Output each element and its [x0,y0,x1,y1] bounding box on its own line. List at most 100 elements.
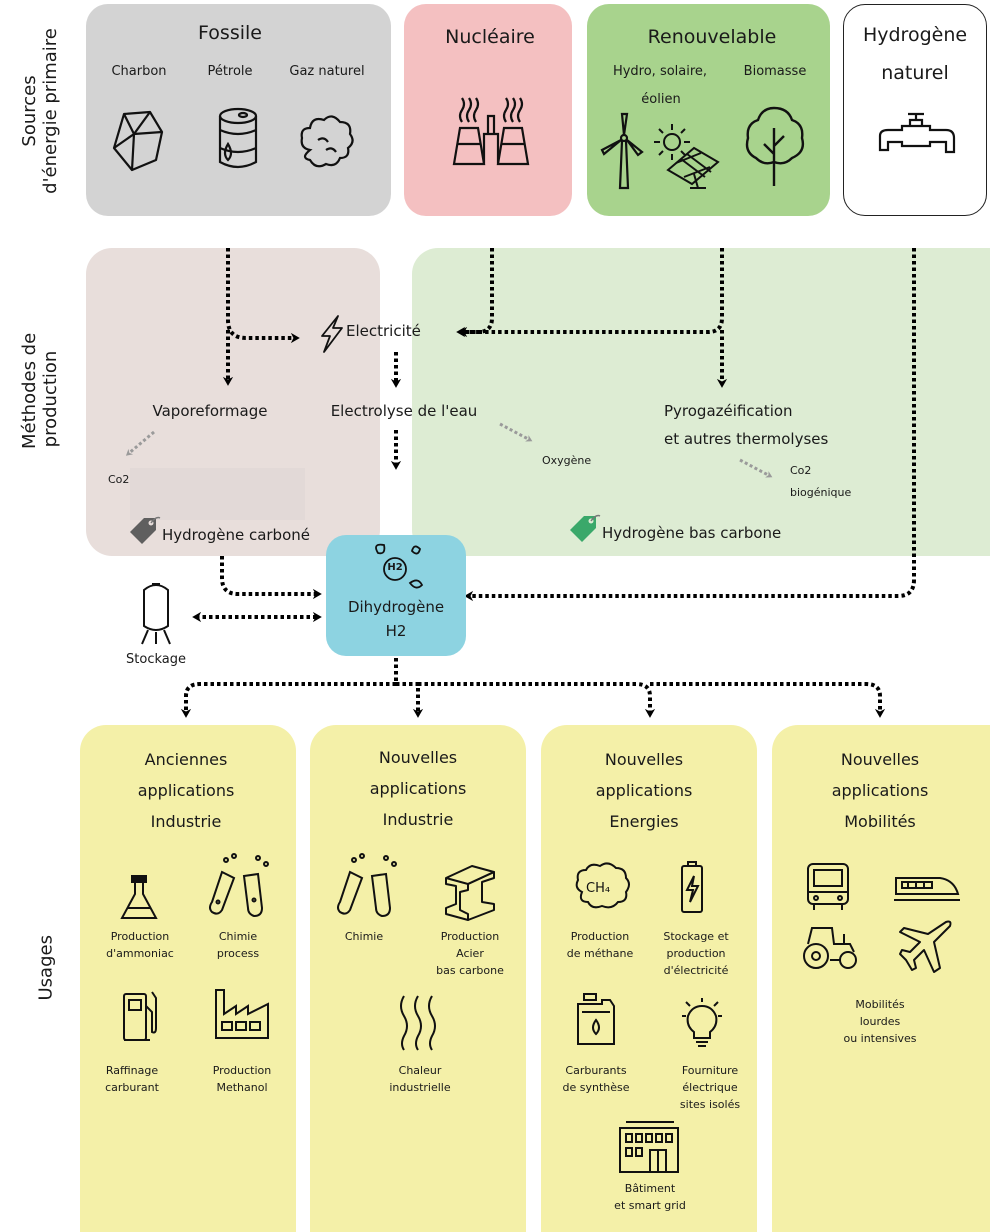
usage-1-title-line2: applications [137,781,235,800]
sun-icon [654,124,690,160]
natural-hydrogen-title-line1: Hydrogène [862,24,968,46]
co2-biogenic-label-line2: biogénique [790,486,852,499]
co2-biogenic-label-line1: Co2 [790,464,812,477]
h2-usage-2-arrow [396,682,424,718]
usage-2-title-line2: applications [369,779,467,798]
nuclear-to-electricity-arrow [456,248,494,338]
co2-output-label: Co2 [108,473,130,486]
usage-column-1 [80,725,296,1232]
natural-to-h2-arrow [464,248,916,602]
usage-4-title-line1: Nouvelles [840,750,920,769]
nuclear-source-box [404,4,572,216]
battery-icon [681,861,703,913]
usage-column-3 [541,725,757,1232]
oil-barrel-icon [218,107,258,169]
wind-turbine-icon [600,112,644,190]
gas-cloud-icon [300,115,354,168]
usage-3-title-line1: Nouvelles [604,750,684,769]
hydro-solar-label: Hydro, solaire, [612,64,708,79]
factory-icon [215,989,269,1039]
h2-usage-4-arrow [650,682,886,718]
h2-usage-3-arrow [418,682,656,718]
light-bulb-icon [682,998,722,1047]
steel-beam-icon [445,865,495,921]
gas-label: Gaz naturel [289,64,365,79]
svg-text:CH₄: CH₄ [586,881,610,896]
airplane-icon [899,920,952,973]
nuclear-title: Nucléaire [445,26,535,48]
coal-label: Charbon [111,64,167,79]
usage-column-4 [772,725,990,1232]
electrolysis-to-oxygen-arrow [499,422,533,442]
tap-icon [878,112,956,154]
pyro-to-co2-arrow [739,458,773,478]
fuel-pump-icon [123,991,157,1041]
hub-label-line2: H2 [385,622,407,640]
tree-icon [745,106,805,186]
usage-3-title-line2: applications [595,781,693,800]
storage-label: Stockage [126,652,186,667]
usage-item-chemistry: Chimie [344,930,384,943]
lightning-icon [321,315,343,353]
storage-tank-icon [141,583,171,645]
hub-formula: H2 [387,562,403,573]
wind-label: éolien [641,92,681,107]
methane-cloud-icon: CH₄ [575,862,630,909]
renewable-title: Renouvelable [647,26,777,48]
natural-hydrogen-source-box [843,4,987,216]
reforming-to-co2-arrow [125,430,155,456]
solar-panel-icon [666,146,720,189]
test-tubes-icon [337,853,397,918]
usage-column-2 [310,725,526,1232]
test-tubes-icon [209,853,269,918]
hub-label-line1: Dihydrogène [347,598,445,616]
dihydrogen-hub [326,535,466,656]
low-carbon-hydrogen-tag-label: Hydrogène bas carbone [602,524,782,542]
usage-4-title-line2: applications [831,781,929,800]
heat-waves-icon [400,995,436,1051]
carbon-zone-shade [130,468,305,520]
bus-icon [807,863,849,910]
usage-2-title-line3: Industrie [382,810,454,829]
pyrogasification-label-line2: et autres thermolyses [664,430,829,448]
train-icon [894,877,960,901]
natural-hydrogen-title-line2: naturel [881,62,949,84]
fossil-title: Fossile [198,22,262,44]
oil-label: Pétrole [207,64,253,79]
usage-3-title-line3: Energies [609,812,679,831]
biomass-label: Biomasse [743,64,807,79]
usage-1-title-line3: Industrie [150,812,222,831]
low-carbon-production-zone [412,248,990,556]
carbon-to-h2-arrow [220,556,322,600]
h2-leaf-icon [375,543,424,589]
carbon-hydrogen-tag-label: Hydrogène carboné [162,526,310,544]
jerrycan-icon [577,993,615,1045]
usage-2-title-line1: Nouvelles [378,748,458,767]
building-icon [619,1121,679,1173]
electricity-label: Electricité [346,322,421,340]
electrolysis-label: Electrolyse de l'eau [330,402,478,420]
fossil-to-electricity-arrow [226,248,300,344]
steam-reforming-label: Vaporeformage [152,402,268,420]
usage-1-title-line1: Anciennes [144,750,228,769]
pyrogasification-label-line1: Pyrogazéification [664,402,793,420]
oxygen-output-label: Oxygène [542,454,592,467]
renewable-to-electricity-arrow [458,248,724,338]
price-tag-icon [570,514,601,542]
coal-icon [112,110,164,172]
